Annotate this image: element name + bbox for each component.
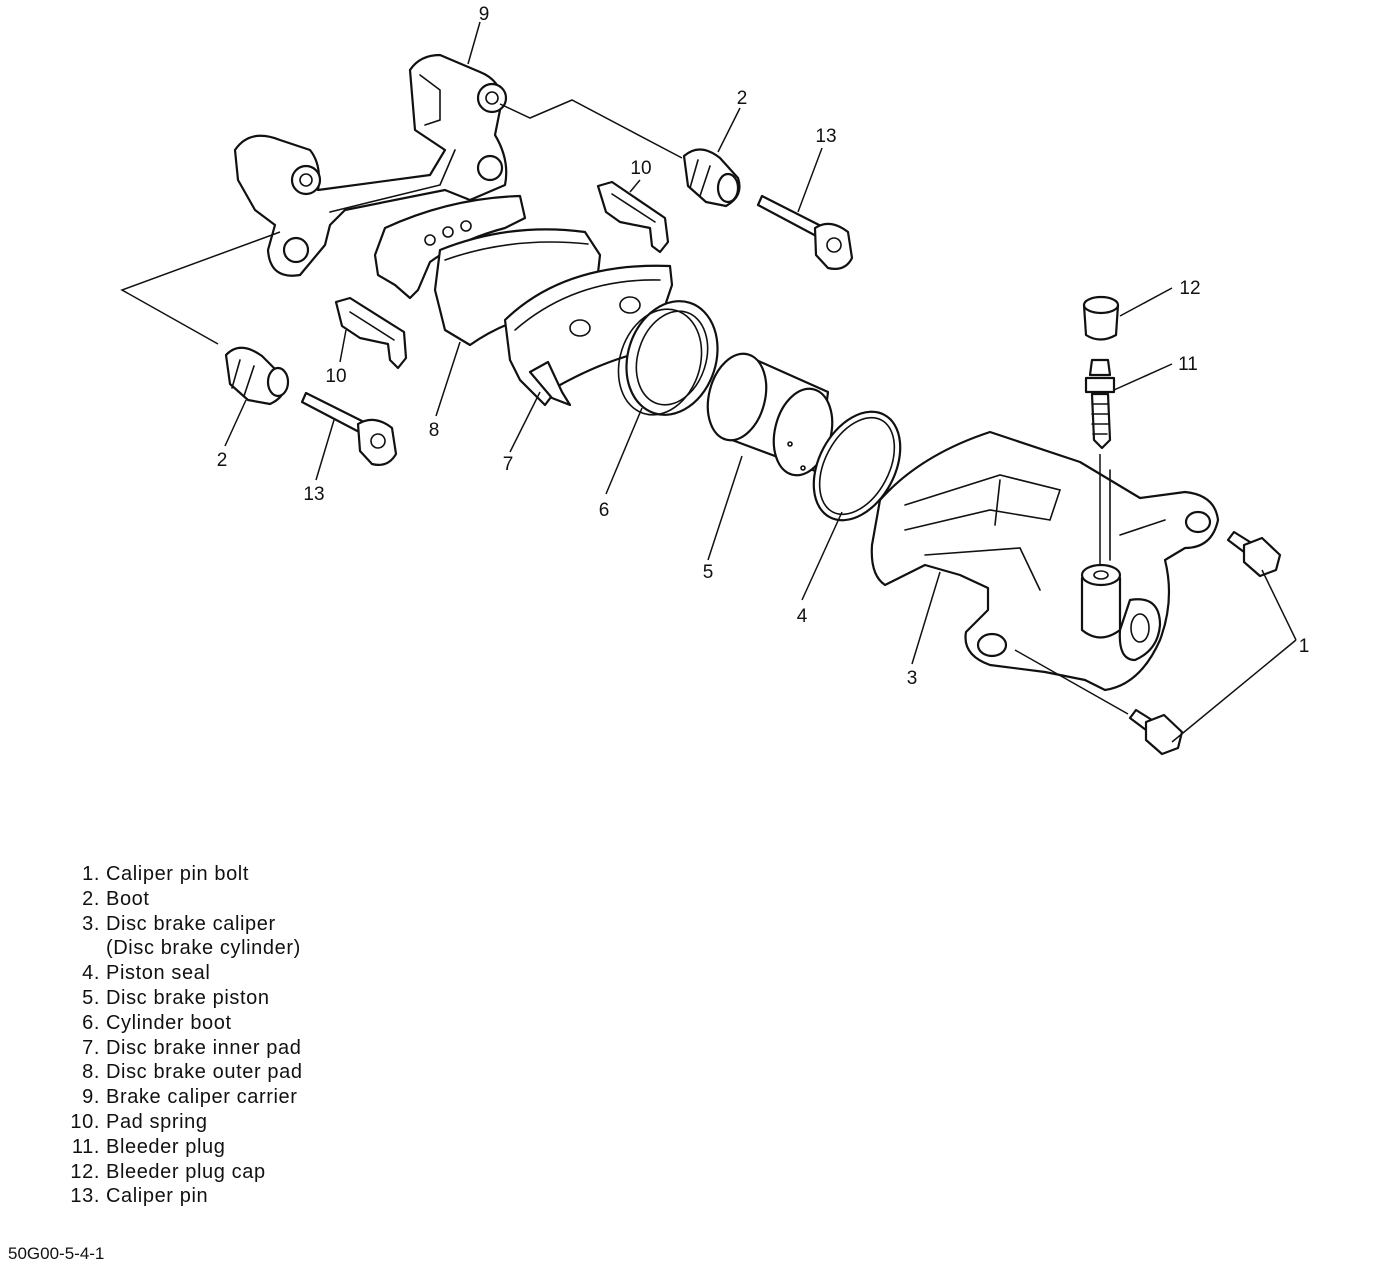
- legend-number: 4.: [82, 962, 100, 985]
- callout-10-top: 10: [630, 158, 651, 179]
- legend-number: 10.: [70, 1110, 100, 1133]
- legend-item: 2. Boot: [60, 887, 480, 912]
- part-caliper-pin-top: [756, 194, 854, 270]
- part-caliper-carrier: [233, 53, 508, 277]
- legend-number: 9.: [82, 1086, 100, 1109]
- callout-3: 3: [907, 668, 918, 689]
- legend-label: Boot: [106, 887, 150, 910]
- legend-item: 3. Disc brake caliper: [60, 912, 480, 937]
- legend-item: 8. Disc brake outer pad: [60, 1060, 480, 1085]
- legend-number: 2.: [82, 887, 100, 910]
- legend-number: 13.: [70, 1185, 100, 1208]
- callout-labels: 9 2 13 10 12 11 10 2 13 8 7 6 5 4 3 1: [217, 4, 1310, 689]
- parts-legend: 1. Caliper pin bolt 2. Boot 3. Disc brake cal…: [60, 862, 480, 1209]
- legend-label: Caliper pin: [106, 1185, 209, 1208]
- callout-2-left: 2: [217, 450, 228, 471]
- legend-item: (Disc brake cylinder): [60, 936, 480, 961]
- callout-9: 9: [479, 4, 490, 25]
- legend-number: 6.: [82, 1011, 100, 1034]
- legend-number: 1.: [82, 863, 100, 885]
- part-caliper-body: [870, 430, 1220, 692]
- legend-item: 9. Brake caliper carrier: [60, 1085, 480, 1110]
- leader-lines: [224, 21, 1297, 743]
- part-boot-left: [224, 346, 290, 406]
- figure-code: 50G00-5-4-1: [8, 1244, 105, 1263]
- part-pin-bolt-lower: [1128, 708, 1184, 756]
- legend-label: Disc brake caliper: [106, 912, 276, 935]
- callout-13-top: 13: [815, 126, 836, 147]
- legend-label: Brake caliper carrier: [106, 1086, 298, 1109]
- part-bleeder-plug-cap: [1082, 295, 1120, 341]
- legend-item: 5. Disc brake piston: [60, 986, 480, 1011]
- legend-label: Disc brake piston: [106, 986, 270, 1009]
- part-piston: [706, 352, 834, 477]
- legend-item: 1. Caliper pin bolt: [60, 862, 480, 887]
- legend-item: 7. Disc brake inner pad: [60, 1036, 480, 1061]
- callout-12: 12: [1179, 278, 1200, 299]
- legend-item: 11. Bleeder plug: [60, 1135, 480, 1160]
- part-pad-spring-top: [596, 180, 670, 254]
- legend-item: 4. Piston seal: [60, 961, 480, 986]
- part-caliper-pin-left: [300, 391, 398, 466]
- callout-8: 8: [429, 420, 440, 441]
- legend-number: 12.: [70, 1160, 100, 1183]
- part-cylinder-boot: [617, 300, 719, 416]
- assembly-lines: [120, 99, 1129, 715]
- legend-label: Disc brake outer pad: [106, 1061, 303, 1084]
- legend-label: Bleeder plug cap: [106, 1160, 266, 1183]
- legend-label: Disc brake inner pad: [106, 1036, 302, 1059]
- legend-label: Cylinder boot: [106, 1011, 232, 1034]
- legend-number: 7.: [82, 1036, 100, 1059]
- callout-6: 6: [599, 500, 610, 521]
- legend-item: 6. Cylinder boot: [60, 1011, 480, 1036]
- callout-1: 1: [1299, 636, 1310, 657]
- part-pin-bolt-right: [1226, 530, 1282, 578]
- callout-5: 5: [703, 562, 714, 583]
- part-bleeder-plug: [1084, 358, 1116, 450]
- callout-13-left: 13: [303, 484, 324, 505]
- legend-label: Bleeder plug: [106, 1135, 226, 1158]
- callout-10-left: 10: [325, 366, 346, 387]
- legend-number: 5.: [82, 986, 100, 1009]
- part-outer-pad: [373, 194, 602, 347]
- legend-label: Caliper pin bolt: [106, 863, 250, 885]
- callout-2-top: 2: [737, 88, 748, 109]
- legend-item: 13. Caliper pin: [60, 1184, 480, 1209]
- callout-11: 11: [1178, 354, 1198, 375]
- callout-4: 4: [797, 606, 808, 627]
- legend-number: [60, 936, 106, 961]
- part-boot-top: [682, 148, 741, 208]
- legend-label: Pad spring: [106, 1110, 208, 1133]
- legend-number: 3.: [82, 912, 100, 935]
- callout-7: 7: [503, 454, 514, 475]
- exploded-view-diagram: 9 2 13 10 12 11 10 2 13 8 7 6 5 4 3 1: [120, 4, 1310, 756]
- legend-label: Piston seal: [106, 962, 211, 985]
- legend-label: (Disc brake cylinder): [106, 937, 301, 960]
- part-piston-seal: [812, 410, 902, 522]
- legend-number: 8.: [82, 1061, 100, 1084]
- legend-item: 12. Bleeder plug cap: [60, 1160, 480, 1185]
- part-inner-pad: [503, 264, 674, 407]
- legend-item: 10. Pad spring: [60, 1110, 480, 1135]
- legend-number: 11.: [71, 1135, 100, 1158]
- part-pad-spring-left: [334, 296, 408, 370]
